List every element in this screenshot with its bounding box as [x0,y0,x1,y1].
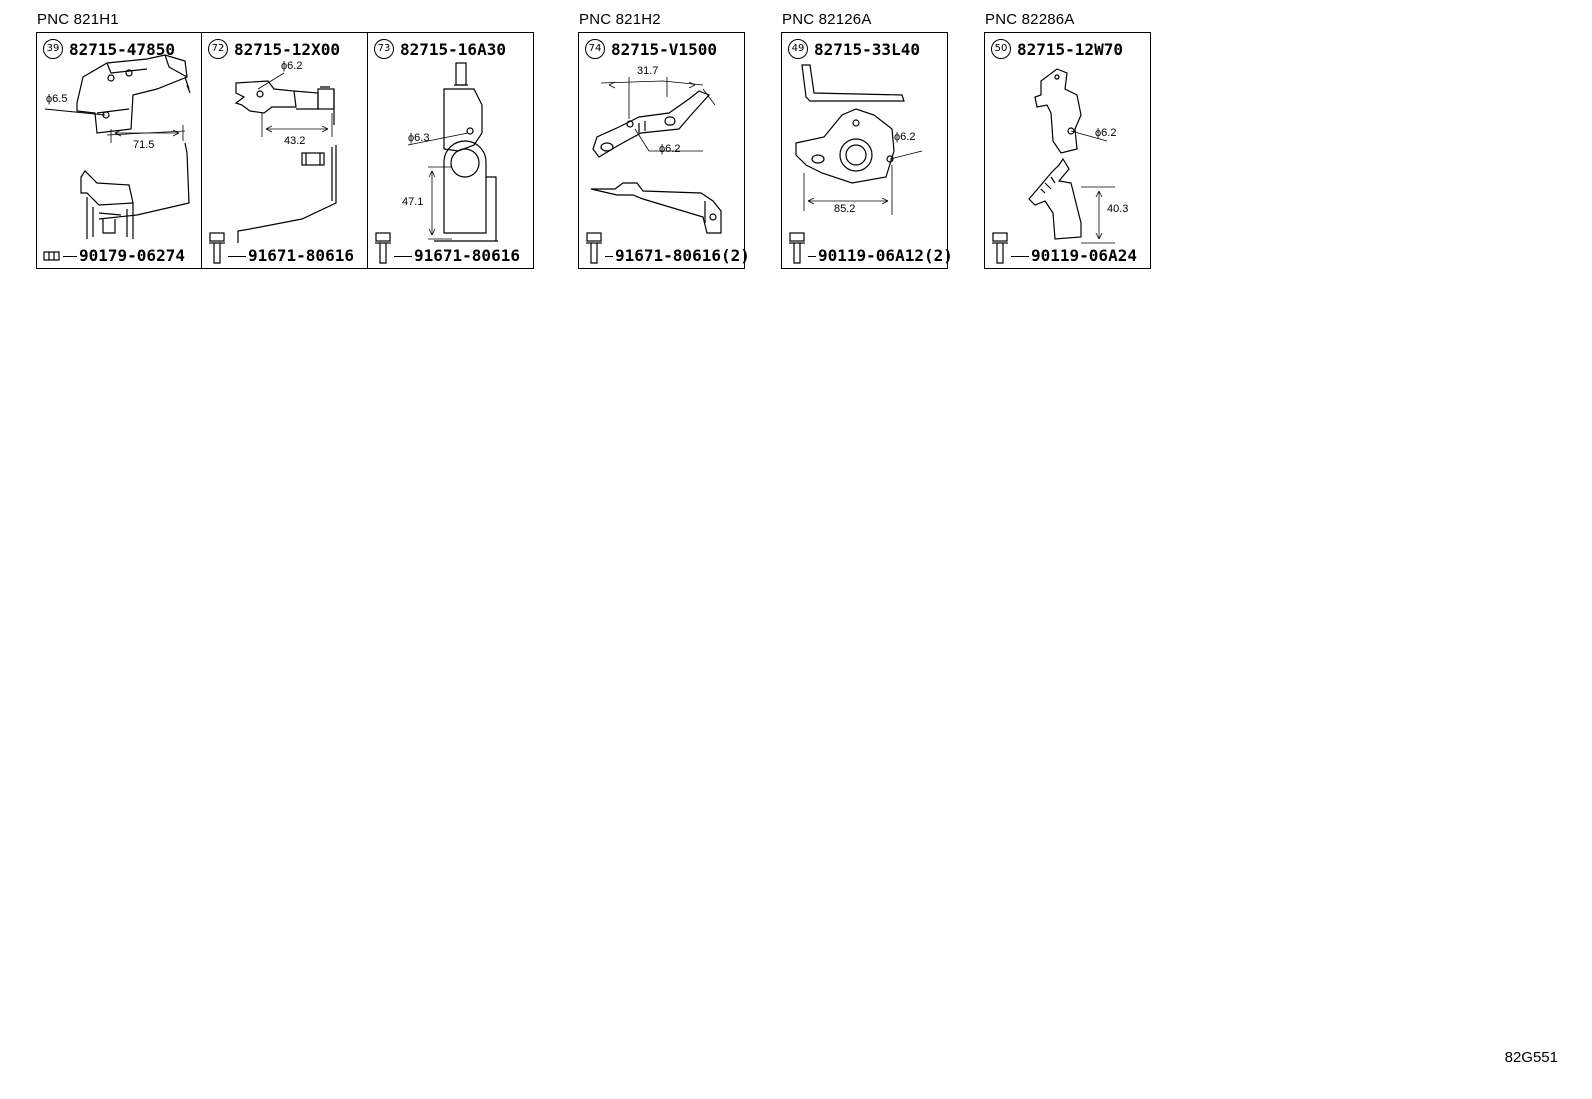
dimension-hole-diameter: ϕ6.5 [46,93,68,105]
dimension-hole-diameter: ϕ6.2 [659,143,681,155]
part-number-row: 73 82715-16A30 [374,39,506,59]
ref-number-badge: 74 [585,39,605,59]
bracket-drawing [407,62,498,242]
bolt-icon [992,232,1008,264]
pnc-label-821h2: PNC 821H2 [579,11,661,28]
bracket-drawing [234,72,337,243]
part-panel-39[interactable]: 39 82715-47850 ϕ6.5 71.5 90179-06274 [36,32,202,269]
fastener-part-number: 90119-06A24 [1031,246,1137,265]
fastener-row: 90179-06274 [43,246,185,265]
pnc-label-82126a: PNC 82126A [782,11,872,28]
dimension-hole-diameter: ϕ6.3 [408,132,430,144]
ref-number-badge: 73 [374,39,394,59]
ref-number-badge: 39 [43,39,63,59]
pnc-label-82286a: PNC 82286A [985,11,1075,28]
dimension-length: 40.3 [1107,203,1129,215]
bracket-drawing [590,77,722,234]
part-number: 82715-12X00 [234,39,340,59]
diagram-code: 82G551 [1504,1049,1558,1066]
bolt-icon [586,232,602,264]
fastener-part-number: 90179-06274 [79,246,185,265]
fastener-row: 91671-80616 [374,231,520,265]
part-number-row: 72 82715-12X00 [208,39,340,59]
dimension-length: 85.2 [834,203,856,215]
part-panel-73[interactable]: 73 82715-16A30 ϕ6.3 47.1 91671-80616 [368,32,534,269]
fastener-row: 91671-80616(2) [585,231,750,265]
dimension-length: 43.2 [284,135,306,147]
dimension-length: 47.1 [402,196,424,208]
dimension-hole-diameter: ϕ6.2 [894,131,916,143]
part-number: 82715-33L40 [814,39,920,59]
part-number-row: 49 82715-33L40 [788,39,920,59]
part-number: 82715-V1500 [611,39,717,59]
part-panel-72[interactable]: 72 82715-12X00 ϕ6.2 43.2 91671-80616 [202,32,368,269]
part-panel-50[interactable]: 50 82715-12W70 ϕ6.2 40.3 90119-06A24 [984,32,1151,269]
clip-icon [43,251,60,261]
part-number-row: 39 82715-47850 [43,39,175,59]
bracket-drawing [795,64,923,215]
leader-line [394,256,412,257]
leader-line [63,256,77,257]
dimension-length: 71.5 [133,139,155,151]
ref-number-badge: 49 [788,39,808,59]
leader-line [605,256,613,257]
fastener-row: 90119-06A24 [991,231,1137,265]
part-number: 82715-16A30 [400,39,506,59]
bolt-icon [375,232,391,264]
part-panel-74[interactable]: 74 82715-V1500 31.7 ϕ6.2 91671-80616(2) [578,32,750,269]
fastener-row: 91671-80616 [208,231,354,265]
part-number: 82715-12W70 [1017,39,1123,59]
ref-number-badge: 50 [991,39,1011,59]
leader-line [808,256,816,257]
bracket-drawing [44,54,191,239]
fastener-row: 90119-06A12(2) [788,231,953,265]
part-panel-49[interactable]: 49 82715-33L40 ϕ6.2 85.2 90119-06A12(2) [781,32,953,269]
dimension-hole-diameter: ϕ6.2 [281,60,303,72]
part-number-row: 50 82715-12W70 [991,39,1123,59]
leader-line [1011,256,1029,257]
part-number: 82715-47850 [69,39,175,59]
ref-number-badge: 72 [208,39,228,59]
fastener-part-number: 91671-80616 [414,246,520,265]
dimension-length: 31.7 [637,65,659,77]
fastener-part-number: 91671-80616 [248,246,354,265]
fastener-part-number: 91671-80616(2) [615,246,750,265]
dimension-hole-diameter: ϕ6.2 [1095,127,1117,139]
bolt-icon [789,232,805,264]
pnc-label-821h1: PNC 821H1 [37,11,119,28]
fastener-part-number: 90119-06A12(2) [818,246,953,265]
leader-line [228,256,246,257]
bolt-icon [209,232,225,264]
bracket-drawing [1028,68,1115,244]
part-number-row: 74 82715-V1500 [585,39,717,59]
